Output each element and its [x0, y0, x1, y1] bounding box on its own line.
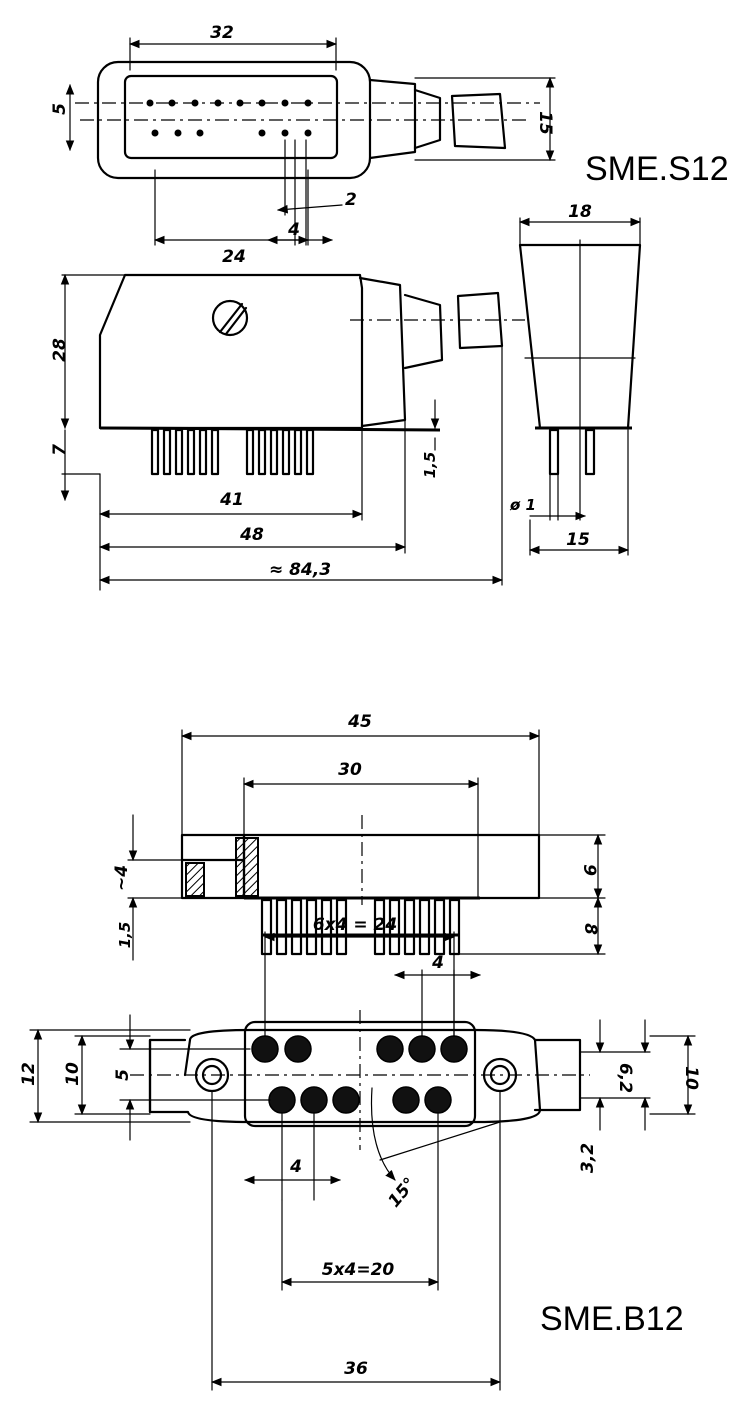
dim-diam-1: ø 1 [509, 496, 536, 514]
dim-4-b12-bottom: 4 [289, 1157, 302, 1177]
dim-9: 9 [579, 864, 599, 876]
dim-15-side: 15 [535, 111, 555, 135]
dim-5x4-20: 5x4=20 [322, 1260, 395, 1280]
dim-45: 45 [347, 712, 372, 732]
dim-30: 30 [338, 760, 362, 780]
dim-28: 28 [50, 338, 70, 362]
dim-4-flange: ~4 [112, 865, 132, 891]
s12-side-view: 18 ø 1 15 [509, 202, 642, 556]
s12-top-pins [146, 99, 312, 137]
dim-41: 41 [219, 490, 244, 510]
dim-7: 7 [50, 444, 70, 456]
dim-2: 2 [345, 190, 357, 210]
dim-4-b12-top: 4 [431, 953, 444, 973]
dim-4-top: 4 [287, 220, 300, 240]
dim-24: 24 [222, 247, 246, 267]
dim-18: 18 [568, 202, 592, 222]
dim-48: 48 [239, 525, 264, 545]
part-label-s12: SME.S12 [585, 150, 729, 188]
dim-5-top: 5 [50, 103, 70, 115]
dim-1-5-top: 1,5 [421, 452, 439, 479]
b12-pin-sockets [251, 1035, 468, 1114]
dim-10-right: 10 [681, 1066, 701, 1090]
part-label-b12: SME.B12 [540, 1300, 684, 1338]
dim-6x4-24: 6x4 = 24 [313, 915, 397, 935]
s12-front-view: 28 7 1,5 41 48 ≈ 84,3 [50, 273, 525, 591]
dim-6-2: 6,2 [615, 1063, 635, 1093]
dim-12: 12 [19, 1062, 39, 1086]
dim-5-b12: 5 [113, 1069, 133, 1081]
s12-top-view: 32 5 15 2 4 24 SME.S12 [50, 23, 729, 267]
dim-15-bottom: 15 [566, 530, 590, 550]
dim-15-deg: 15° [384, 1174, 420, 1212]
s12-front-pins [150, 428, 315, 476]
dim-3-2: 3,2 [578, 1143, 598, 1173]
dim-36: 36 [344, 1359, 368, 1379]
dim-10-left: 10 [63, 1062, 83, 1086]
dim-1-5-bottom: 1,5 [116, 922, 134, 949]
b12-top-view: 6x4 = 24 4 12 10 5 6,2 10 3,2 [19, 915, 701, 1391]
dim-32: 32 [210, 23, 234, 43]
dim-84-3: ≈ 84,3 [269, 560, 331, 580]
dim-8: 8 [580, 923, 600, 935]
